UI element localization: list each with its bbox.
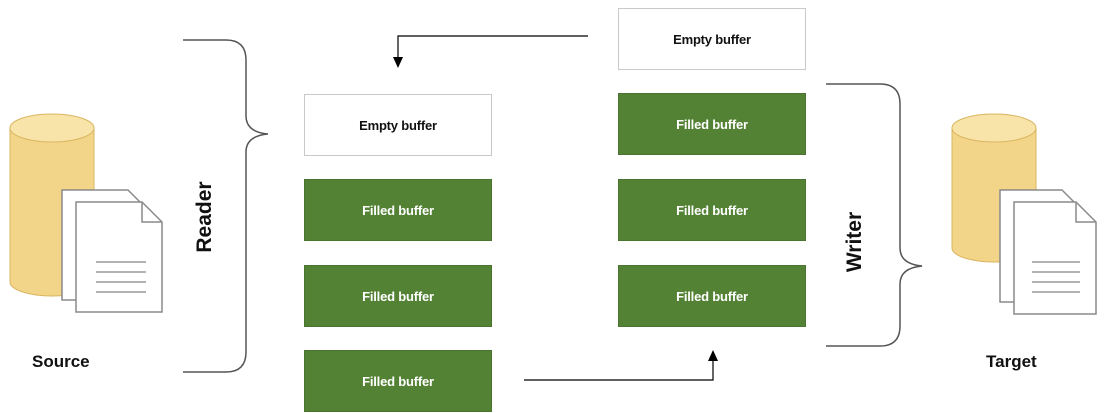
source-label: Source — [32, 352, 90, 371]
writer-buffer-filled: Filled buffer — [618, 179, 806, 241]
writer-brace — [826, 83, 923, 347]
reader-buffer-filled: Filled buffer — [304, 265, 492, 327]
return-arrow — [393, 35, 588, 68]
reader-buffer-filled: Filled buffer — [304, 350, 492, 412]
target-label: Target — [986, 352, 1037, 371]
reader-buffer-empty: Empty buffer — [304, 94, 492, 156]
writer-label: Writer — [843, 211, 866, 273]
transfer-arrow — [524, 350, 718, 381]
reader-label: Reader — [193, 181, 216, 253]
reader-buffer-filled: Filled buffer — [304, 179, 492, 241]
writer-buffer-empty: Empty buffer — [618, 8, 806, 70]
source-document-icon — [61, 189, 163, 313]
writer-buffer-filled: Filled buffer — [618, 265, 806, 327]
writer-buffer-filled: Filled buffer — [618, 93, 806, 155]
target-document-icon — [999, 189, 1097, 315]
reader-brace — [183, 39, 269, 373]
